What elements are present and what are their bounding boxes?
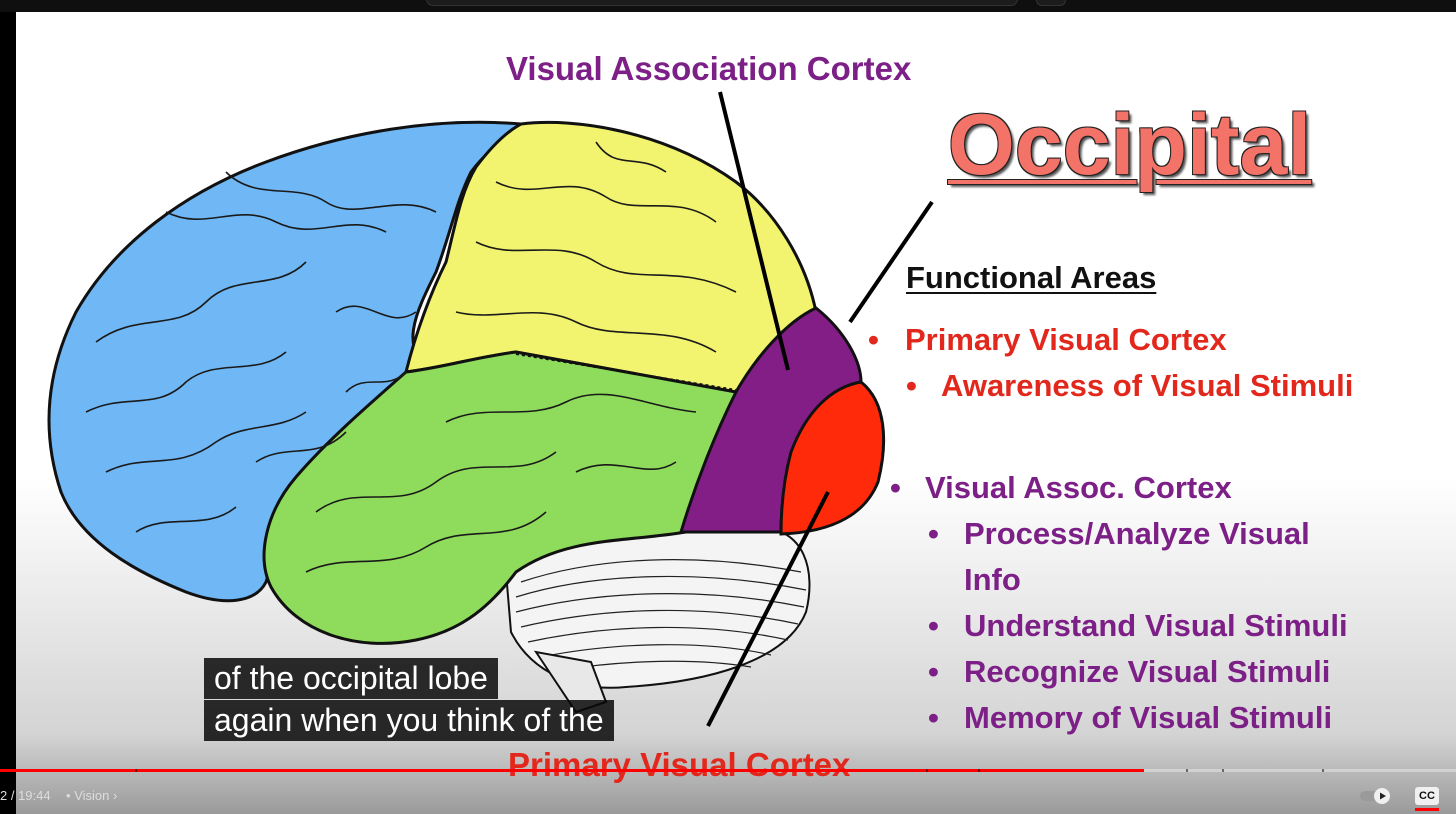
chapter-marker	[1222, 769, 1224, 772]
functional-areas-heading: Functional Areas	[906, 260, 1157, 295]
bullet-dot: •	[928, 654, 939, 689]
chapter-marker	[135, 769, 137, 772]
process-item: Process/Analyze Visual	[964, 516, 1310, 551]
understand-item: Understand Visual Stimuli	[964, 608, 1348, 643]
chapter-marker	[926, 769, 928, 772]
pointer-primary	[706, 491, 830, 727]
recognize-item: Recognize Visual Stimuli	[964, 654, 1331, 689]
primary-visual-cortex-label: Primary Visual Cortex	[508, 746, 851, 783]
bullet-dot: •	[928, 608, 939, 643]
subtitles-active-indicator	[1415, 808, 1439, 811]
frontal-lobe	[47, 120, 525, 603]
chapter-marker	[1322, 769, 1324, 772]
chapter-marker	[1186, 769, 1188, 772]
visual-association-label: Visual Association Cortex	[506, 50, 912, 87]
bullet-dot: •	[928, 516, 939, 551]
chapter-button[interactable]: • Vision ›	[66, 788, 117, 803]
pointer-title	[848, 200, 934, 324]
player-controls: 2 / 19:44 • Vision › CC	[0, 768, 1456, 814]
brain-diagram	[47, 91, 934, 727]
bullet-dot: •	[928, 700, 939, 735]
memory-item: Memory of Visual Stimuli	[964, 700, 1333, 735]
caption-line-2: again when you think of the	[204, 700, 614, 741]
awareness-item: Awareness of Visual Stimuli	[941, 368, 1354, 403]
gyri-lines	[85, 141, 737, 573]
caption-line-1: of the occipital lobe	[204, 658, 498, 699]
autoplay-toggle[interactable]	[1360, 788, 1392, 804]
slide-title: Occipital	[948, 97, 1312, 193]
separator-dot: •	[66, 788, 71, 803]
primary-cortex-item: Primary Visual Cortex	[905, 322, 1227, 357]
bullet-dot: •	[906, 368, 917, 403]
progress-played[interactable]	[0, 769, 1145, 772]
assoc-cortex-item: Visual Assoc. Cortex	[925, 470, 1232, 505]
time-display: 2 / 19:44	[0, 788, 51, 803]
chapter-marker	[978, 769, 980, 772]
bullet-dot: •	[868, 322, 879, 357]
chevron-right-icon: ›	[113, 788, 118, 803]
chapter-name: Vision	[74, 788, 110, 803]
top-bar	[0, 0, 1456, 12]
left-border	[0, 12, 16, 814]
search-bar-edge[interactable]	[426, 0, 1018, 6]
primary-visual-cortex	[779, 380, 886, 536]
mic-button-edge[interactable]	[1036, 0, 1066, 6]
subtitles-button[interactable]: CC	[1415, 787, 1439, 805]
play-icon	[1380, 792, 1386, 800]
pointer-assoc	[718, 91, 790, 371]
bullet-dot: •	[890, 470, 901, 505]
process-item-cont: Info	[964, 562, 1021, 597]
